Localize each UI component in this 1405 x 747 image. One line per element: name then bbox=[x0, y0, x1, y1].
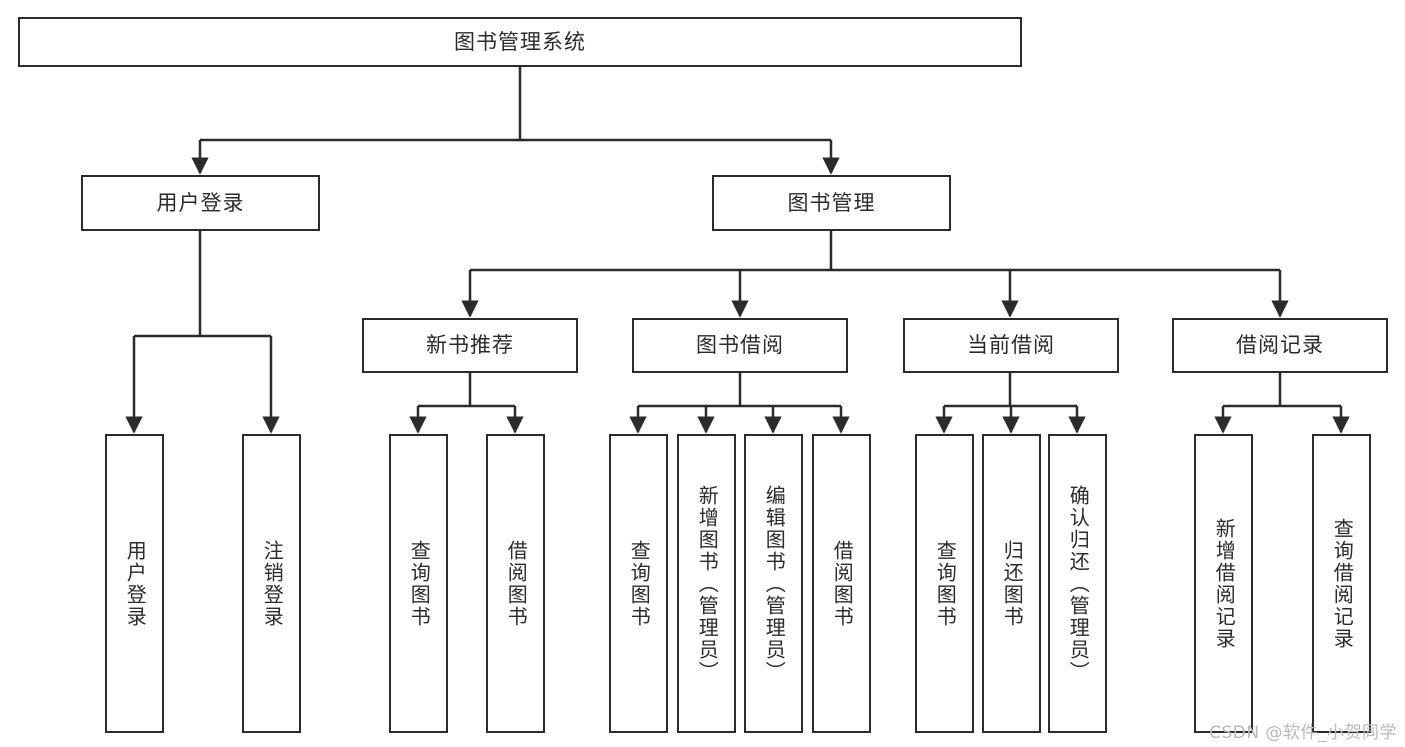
node-user-login[interactable]: 用户登录 bbox=[81, 175, 320, 231]
node-label: 图书管理系统 bbox=[454, 29, 586, 54]
node-label: 图书管理 bbox=[787, 190, 876, 215]
node-leaf-user-login[interactable]: 用户登录 bbox=[105, 434, 164, 733]
node-leaf-borrow-book[interactable]: 借阅图书 bbox=[812, 434, 871, 733]
node-label: 用户登录 bbox=[156, 190, 245, 215]
node-label: 借阅图书 bbox=[504, 539, 529, 628]
node-label: 新增借阅记录 bbox=[1212, 517, 1237, 650]
node-label: 确认归还（管理员） bbox=[1066, 484, 1091, 683]
node-label: 查询图书 bbox=[933, 539, 958, 628]
node-book-manage[interactable]: 图书管理 bbox=[712, 175, 951, 231]
node-label: 查询图书 bbox=[407, 539, 432, 628]
node-leaf-query-book-borrow[interactable]: 查询图书 bbox=[609, 434, 668, 733]
node-leaf-add-book[interactable]: 新增图书（管理员） bbox=[677, 434, 736, 733]
node-label: 当前借阅 bbox=[967, 333, 1055, 357]
node-label: 图书借阅 bbox=[696, 333, 784, 357]
node-leaf-add-record[interactable]: 新增借阅记录 bbox=[1194, 434, 1253, 733]
node-label: 查询借阅记录 bbox=[1330, 517, 1355, 650]
node-current-borrow[interactable]: 当前借阅 bbox=[903, 318, 1119, 373]
node-label: 用户登录 bbox=[123, 539, 148, 628]
node-label: 借阅记录 bbox=[1236, 333, 1324, 357]
node-leaf-query-record[interactable]: 查询借阅记录 bbox=[1312, 434, 1371, 733]
node-label: 查询图书 bbox=[627, 539, 652, 628]
node-leaf-borrow-book-rec[interactable]: 借阅图书 bbox=[486, 434, 545, 733]
watermark-label: CSDN @软件_小贺同学 bbox=[1209, 723, 1397, 743]
node-leaf-query-book-cur[interactable]: 查询图书 bbox=[915, 434, 974, 733]
node-label: 新书推荐 bbox=[426, 333, 514, 357]
node-new-book-rec[interactable]: 新书推荐 bbox=[362, 318, 578, 373]
node-root[interactable]: 图书管理系统 bbox=[18, 17, 1022, 67]
node-label: 借阅图书 bbox=[830, 539, 855, 628]
node-borrow-record[interactable]: 借阅记录 bbox=[1172, 318, 1388, 373]
node-leaf-edit-book[interactable]: 编辑图书（管理员） bbox=[744, 434, 803, 733]
node-label: 编辑图书（管理员） bbox=[762, 484, 787, 683]
node-leaf-query-book-rec[interactable]: 查询图书 bbox=[389, 434, 448, 733]
connector-lines bbox=[125, 67, 1350, 434]
node-leaf-user-logout[interactable]: 注销登录 bbox=[242, 434, 301, 733]
node-leaf-confirm-return[interactable]: 确认归还（管理员） bbox=[1048, 434, 1107, 733]
node-leaf-return-book[interactable]: 归还图书 bbox=[982, 434, 1041, 733]
node-label: 新增图书（管理员） bbox=[695, 484, 720, 683]
node-book-borrow[interactable]: 图书借阅 bbox=[632, 318, 848, 373]
node-label: 注销登录 bbox=[260, 539, 285, 628]
node-label: 归还图书 bbox=[1000, 539, 1025, 628]
